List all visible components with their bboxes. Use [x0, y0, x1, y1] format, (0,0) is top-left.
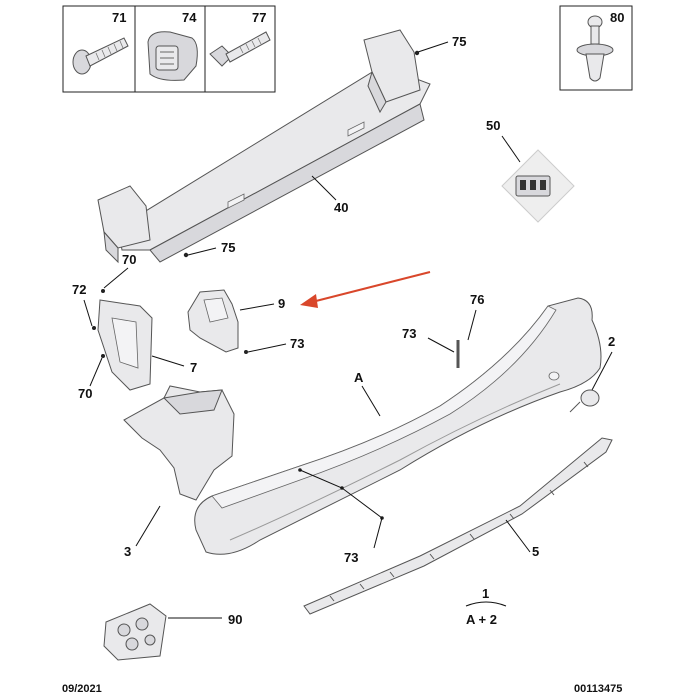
leader-2: [591, 351, 613, 391]
leader-72: [83, 299, 93, 327]
label-90[interactable]: 90: [228, 612, 242, 627]
label-2[interactable]: 2: [608, 334, 615, 349]
fastener-box-80: 80: [559, 5, 633, 91]
trim-strip-5: [303, 437, 613, 615]
leader-9: [239, 303, 275, 311]
leader-40: [311, 175, 337, 201]
bracket-7: [92, 289, 153, 391]
label-76[interactable]: 76: [470, 292, 484, 307]
label-72[interactable]: 72: [72, 282, 86, 297]
leader-76: [467, 309, 477, 341]
label-77[interactable]: 77: [252, 10, 266, 25]
fastener-box-group: 71 74 77: [62, 5, 276, 93]
label-71[interactable]: 71: [112, 10, 126, 25]
highlight-arrow: [300, 271, 431, 308]
label-70-top[interactable]: 70: [122, 252, 136, 267]
rear-bumper-A: [194, 297, 602, 555]
crossmember-40: [97, 29, 431, 264]
leader-A: [361, 385, 381, 417]
label-7[interactable]: 7: [190, 360, 197, 375]
label-73-mid[interactable]: 73: [290, 336, 304, 351]
corner-trim-3: [123, 385, 235, 501]
leader-75-top: [417, 41, 449, 53]
bolt-77-icon: [209, 31, 271, 67]
leader-73-mid: [247, 343, 287, 353]
assembly-brace: [465, 601, 507, 607]
electrical-module-50: [501, 149, 575, 223]
label-75-mid[interactable]: 75: [221, 240, 235, 255]
label-5[interactable]: 5: [532, 544, 539, 559]
leader-3: [135, 505, 161, 547]
label-80[interactable]: 80: [610, 10, 624, 25]
leader-73-right: [427, 337, 455, 353]
push-rivet-80-icon: [576, 15, 614, 82]
leader-73-bottom: [299, 469, 383, 549]
label-9[interactable]: 9: [278, 296, 285, 311]
footer-date: 09/2021: [62, 683, 102, 695]
leader-5: [505, 519, 531, 553]
label-40[interactable]: 40: [334, 200, 348, 215]
label-1[interactable]: 1: [482, 586, 489, 601]
leader-70-bottom: [89, 357, 103, 387]
label-A[interactable]: A: [354, 370, 364, 385]
label-73-right[interactable]: 73: [402, 326, 416, 341]
leader-7: [151, 355, 185, 367]
fastener-kit-90: [103, 603, 167, 661]
footer-reference: 00113475: [574, 683, 622, 695]
label-74[interactable]: 74: [182, 10, 197, 25]
label-73-bottom[interactable]: 73: [344, 550, 358, 565]
label-75-top[interactable]: 75: [452, 34, 466, 49]
clip-nut-74-icon: [147, 31, 198, 81]
label-50[interactable]: 50: [486, 118, 500, 133]
tow-cap-2: [569, 389, 600, 413]
leader-70-top: [103, 267, 129, 289]
leader-75-mid: [187, 247, 217, 256]
label-3[interactable]: 3: [124, 544, 131, 559]
label-A-plus-2[interactable]: A + 2: [466, 612, 497, 627]
bracket-9: [187, 289, 248, 354]
screw-71-icon: [72, 37, 129, 75]
leader-50: [501, 135, 521, 163]
label-70-bottom[interactable]: 70: [78, 386, 92, 401]
